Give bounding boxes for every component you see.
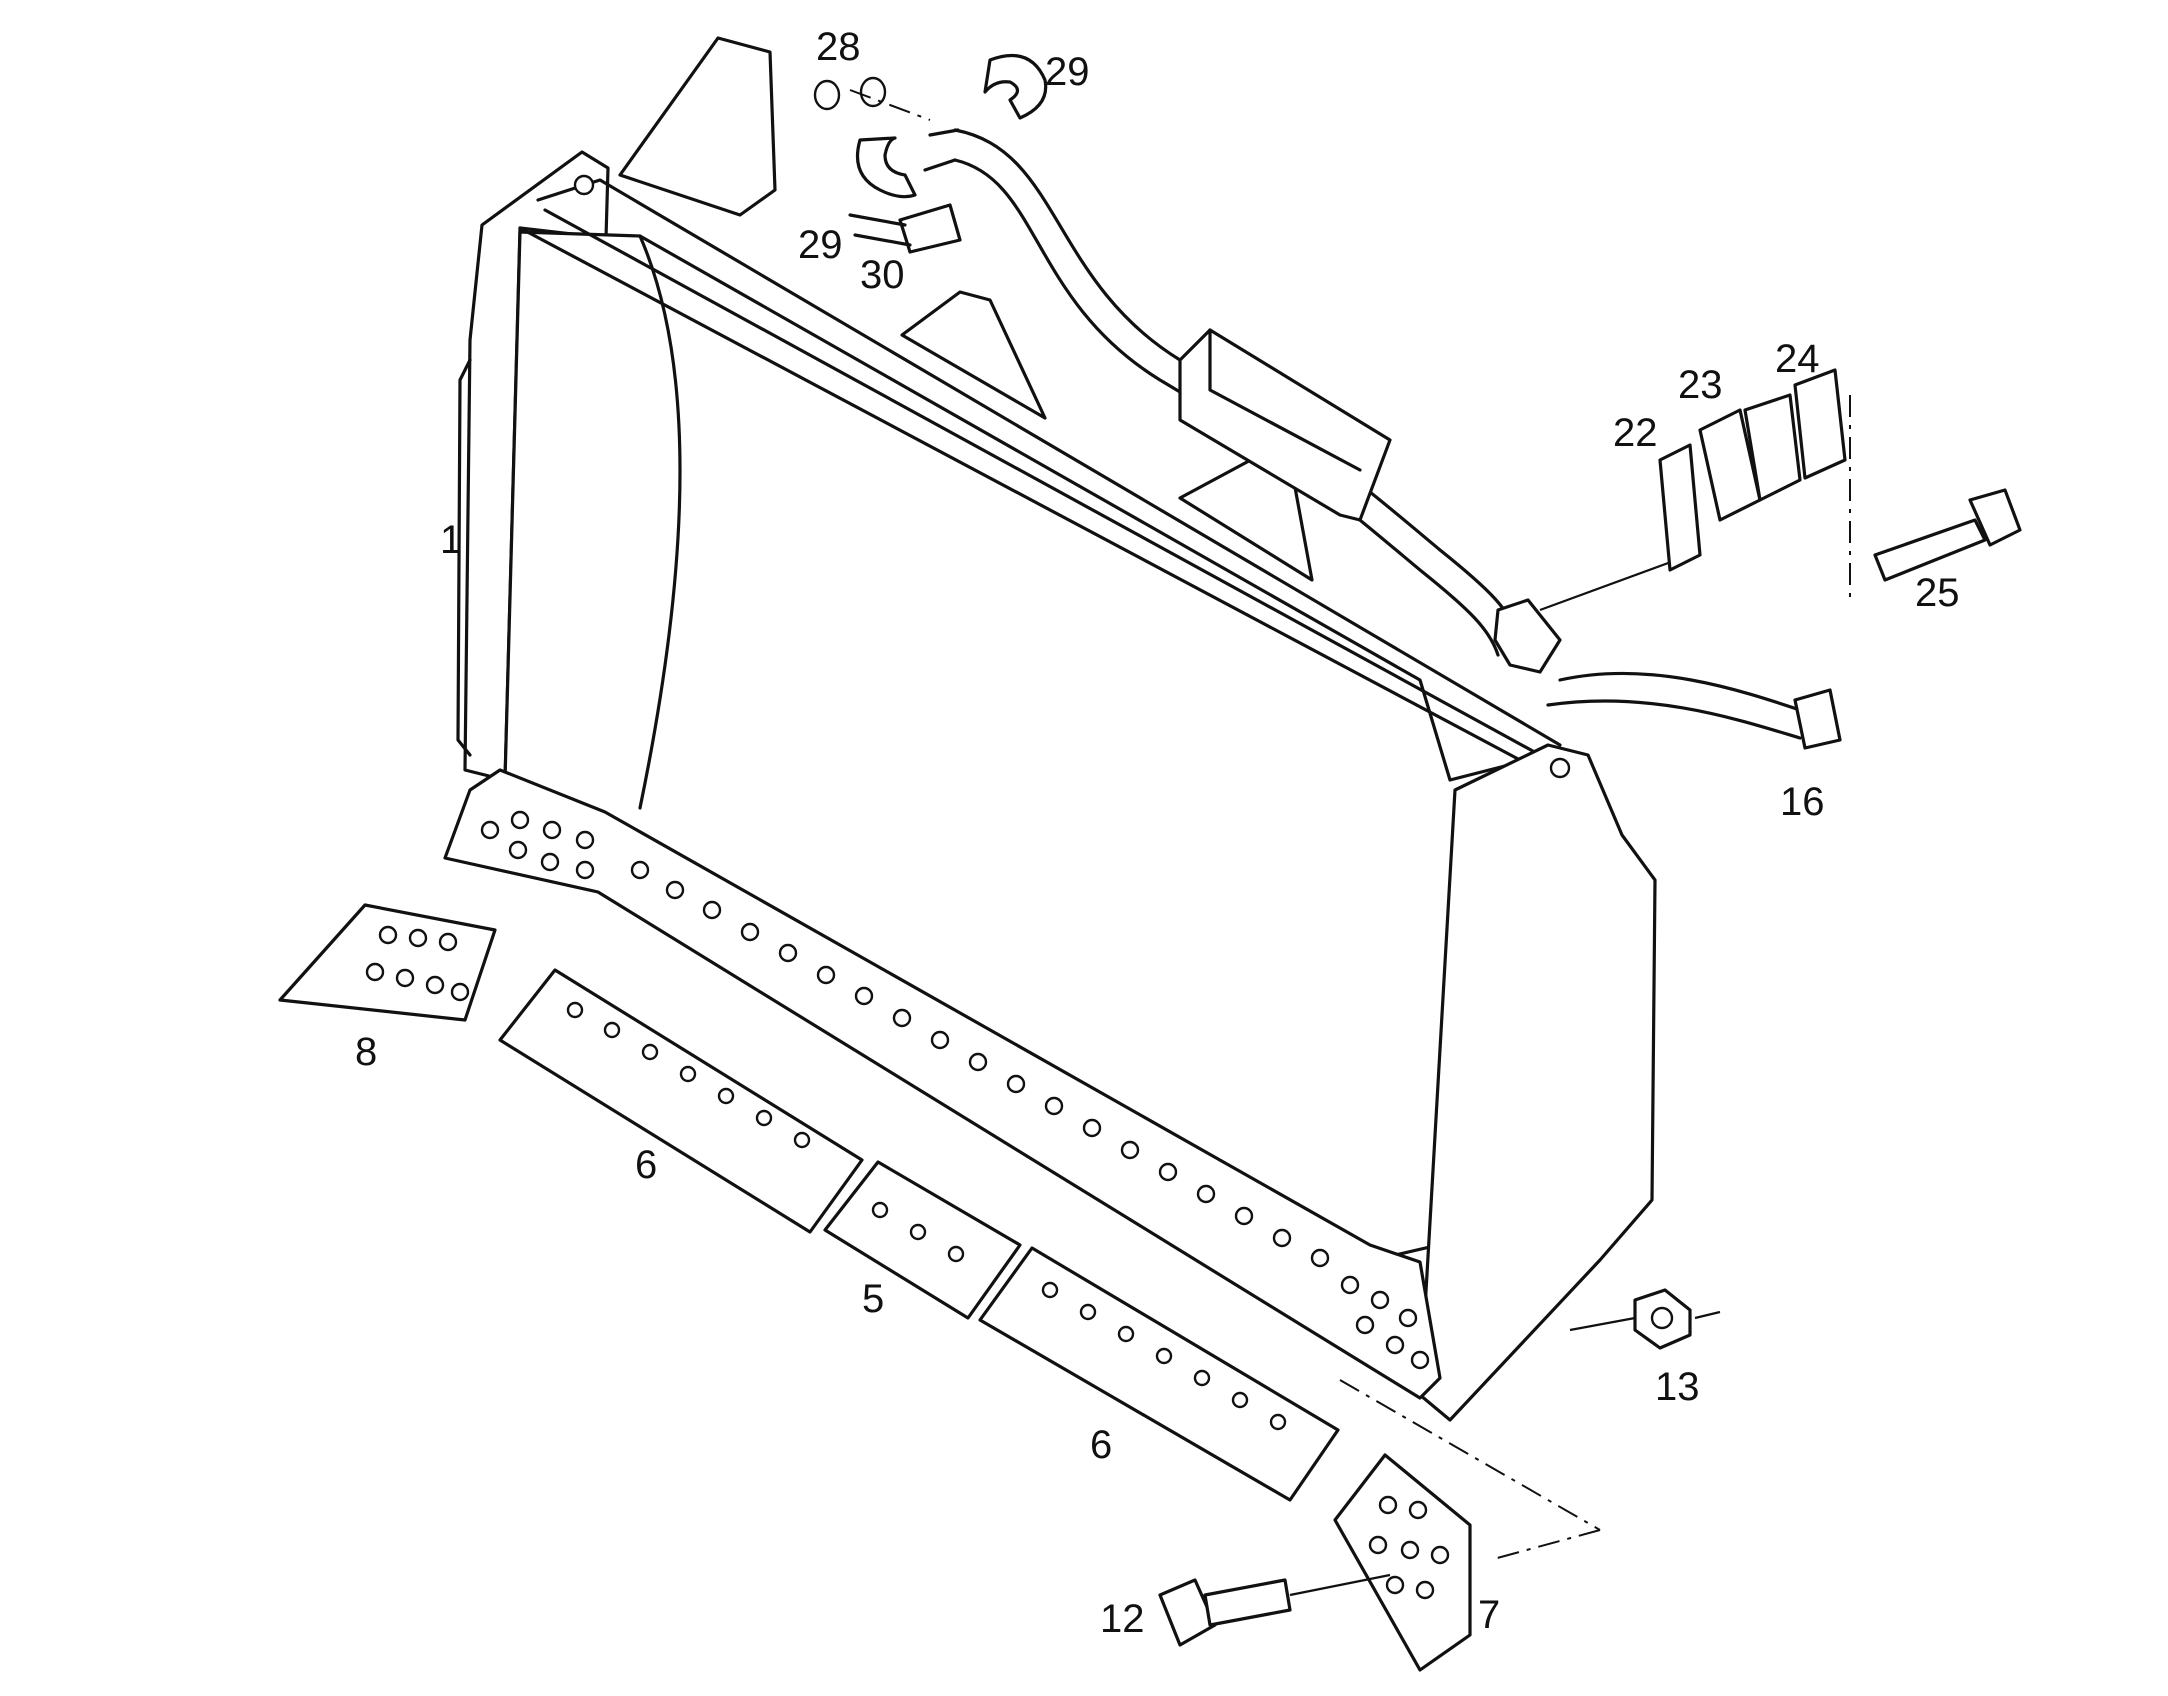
callout-6b: 6 [1090,1423,1112,1467]
clamp-parts [1658,368,2022,600]
hydraulic-hoses [923,128,1842,750]
wear-plates [278,903,1601,1672]
callout-24: 24 [1775,337,1820,381]
callout-25: 25 [1915,571,1960,615]
callout-13: 13 [1655,1365,1700,1409]
edge-holes [480,810,1430,1370]
callout-1: 1 [440,518,462,562]
callout-5: 5 [862,1277,884,1321]
hose-fittings [813,53,1048,254]
callout-8: 8 [355,1030,377,1074]
callout-29a: 29 [1045,50,1090,94]
callout-16: 16 [1780,780,1825,824]
callout-12: 12 [1100,1597,1145,1641]
callout-labels: 1 5 6 6 7 8 12 13 16 22 23 24 25 28 29 2… [355,25,1960,1641]
callout-23: 23 [1678,363,1723,407]
bucket-body [443,36,1657,1422]
callout-6a: 6 [635,1143,657,1187]
callout-30: 30 [860,253,905,297]
callout-28: 28 [816,25,861,69]
callout-22: 22 [1613,411,1658,455]
callout-7: 7 [1478,1593,1500,1637]
fasteners [1158,1288,1721,1647]
callout-29b: 29 [798,223,843,267]
